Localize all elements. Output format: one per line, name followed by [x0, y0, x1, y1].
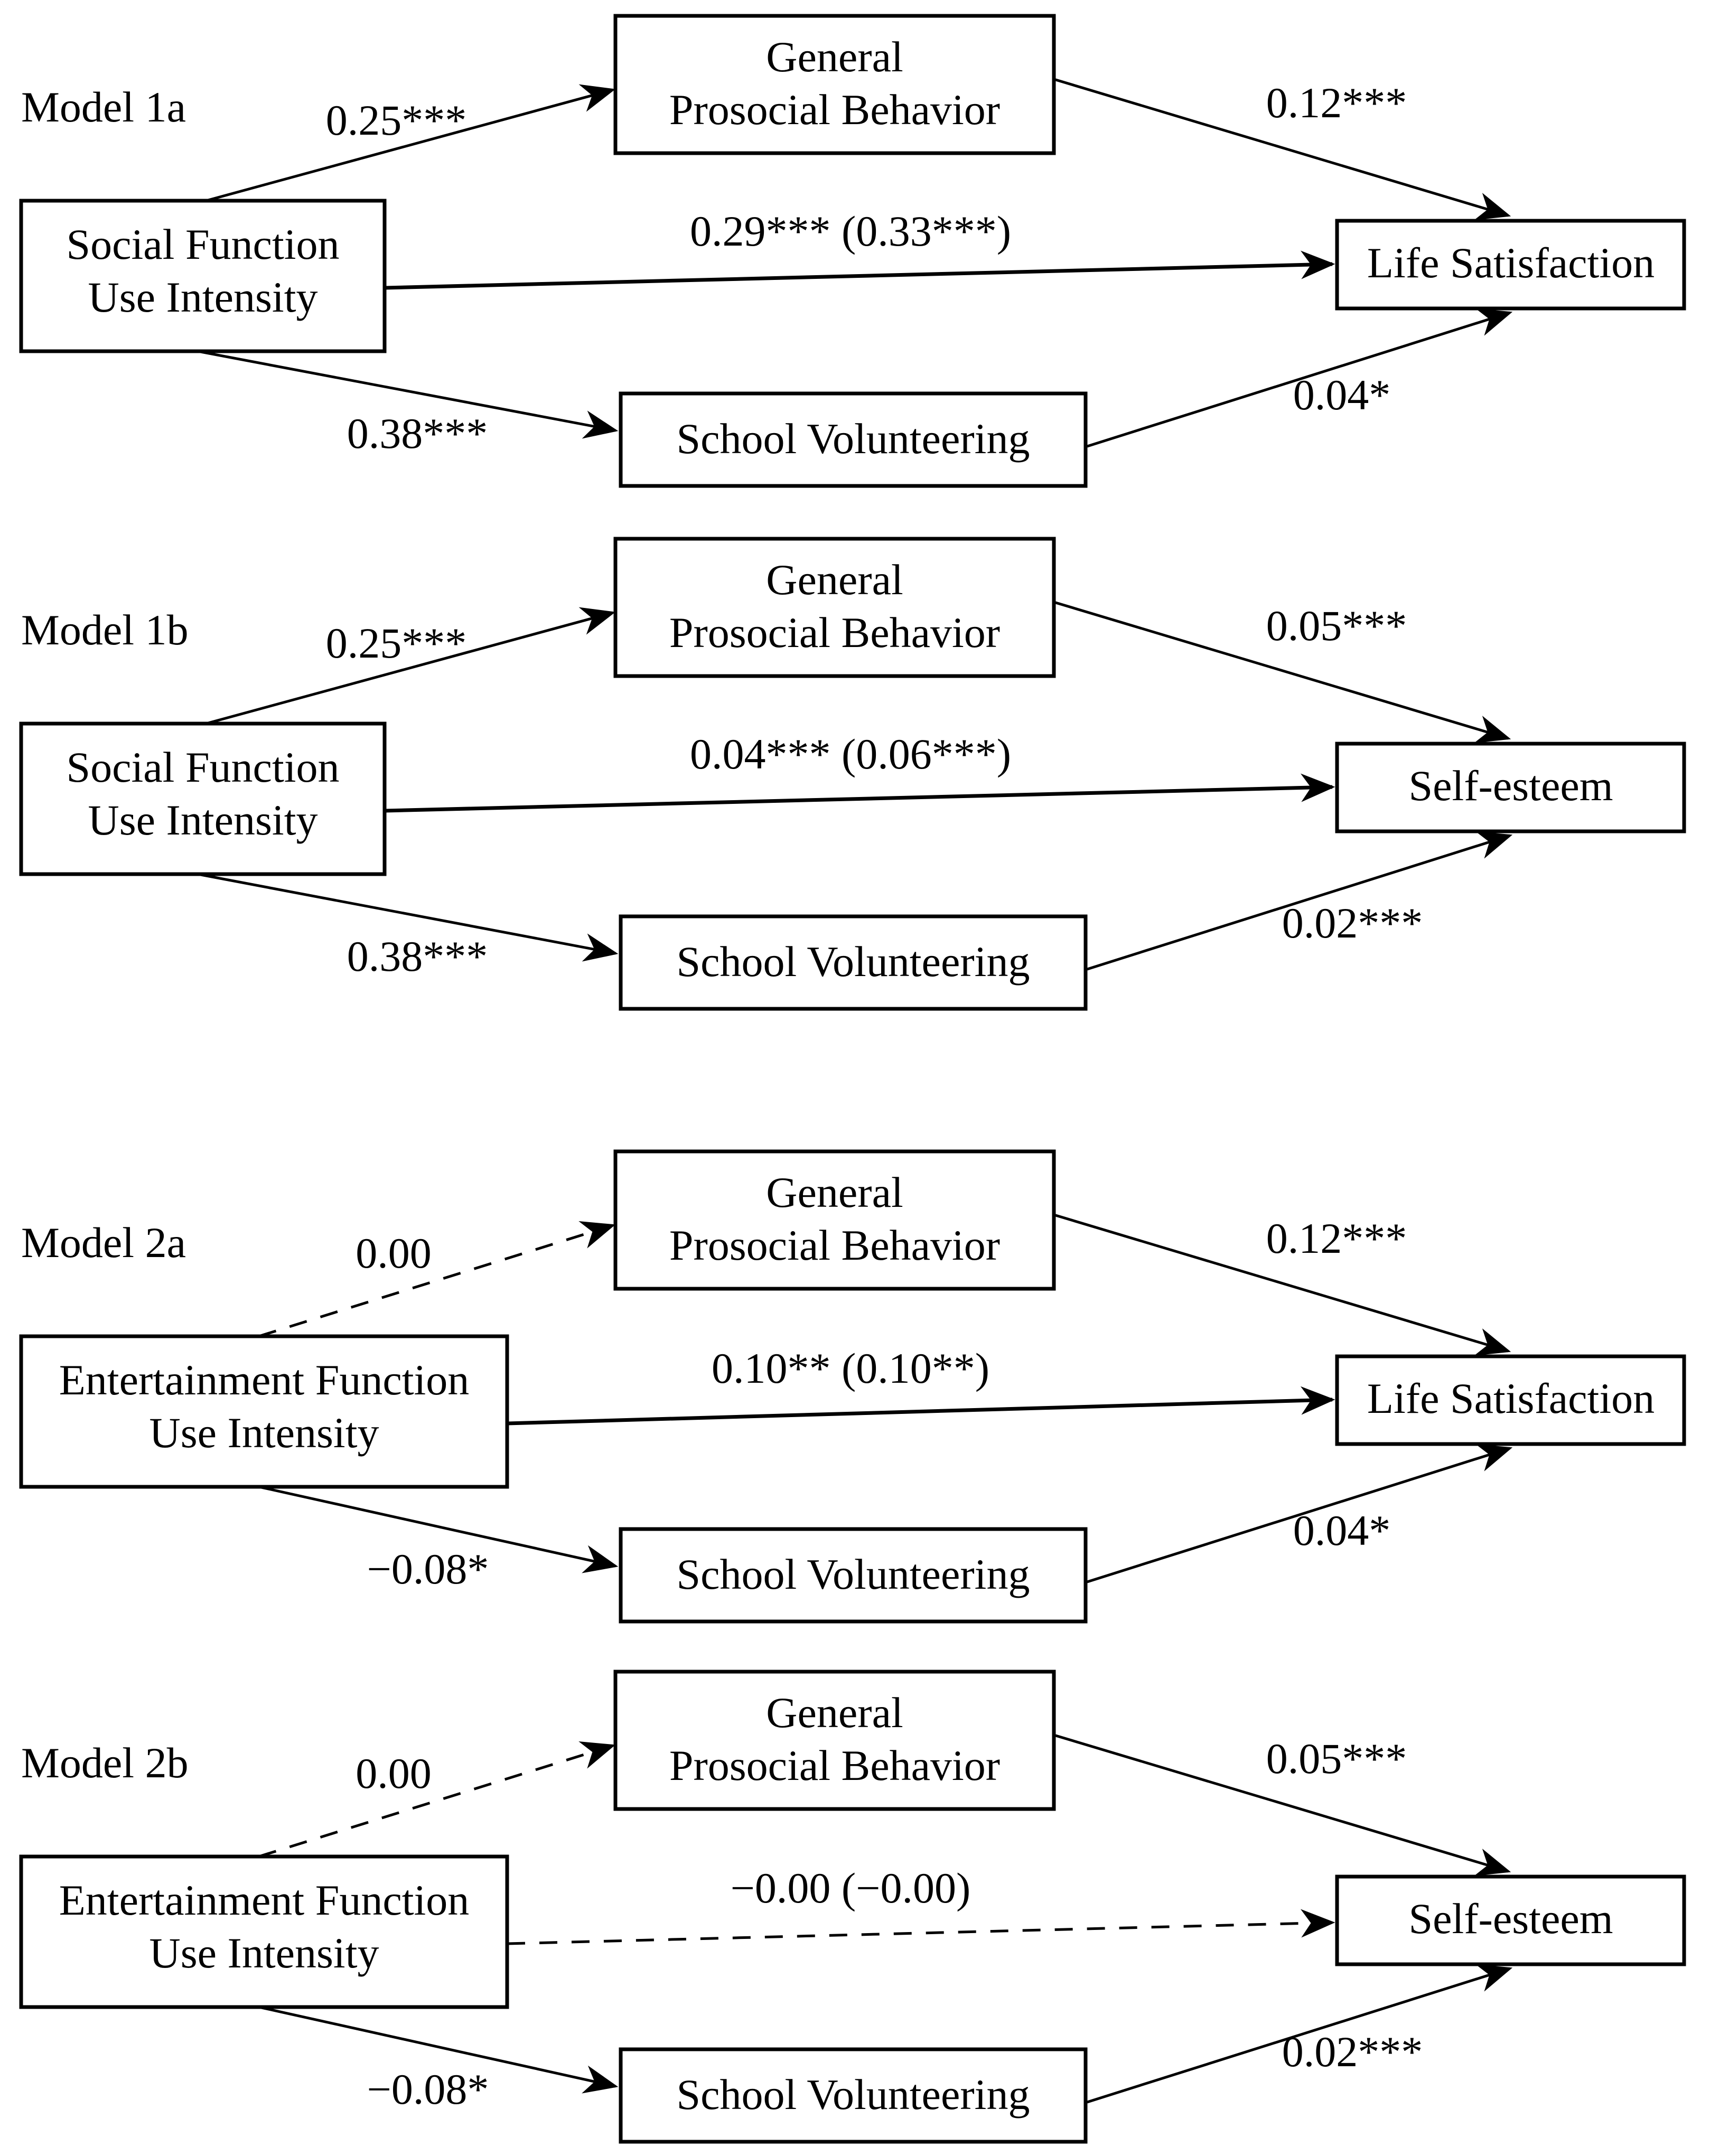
- model-1a: Model 1a General Prosocial Behavior Soci…: [19, 14, 1686, 488]
- coef-direct: 0.04*** (0.06***): [690, 730, 1011, 778]
- predictor-label-line2: Use Intensity: [149, 1929, 379, 1977]
- mediator-top-label-line2: Prosocial Behavior: [669, 1741, 1000, 1789]
- model-title: Model 1b: [21, 606, 189, 654]
- outcome-label: Self-esteem: [1408, 1895, 1613, 1943]
- coef-predictor-to-top: 0.25***: [326, 96, 467, 144]
- outcome-label: Self-esteem: [1408, 762, 1613, 810]
- arrow-predictor-to-top: [258, 1741, 616, 1858]
- arrow-predictor-to-bottom: [197, 873, 619, 962]
- coef-direct: −0.00 (−0.00): [731, 1864, 971, 1912]
- mediator-top-label-line2: Prosocial Behavior: [669, 608, 1000, 657]
- mediator-top-label-line1: General: [766, 33, 903, 81]
- mediator-bottom-label: School Volunteering: [677, 938, 1030, 986]
- outcome-box: [1335, 1354, 1686, 1446]
- arrow-direct: [384, 773, 1335, 813]
- model-title: Model 2a: [21, 1218, 186, 1267]
- arrow-predictor-to-top: [205, 84, 616, 202]
- predictor-label-line2: Use Intensity: [149, 1409, 379, 1457]
- model-title: Model 2b: [21, 1739, 189, 1787]
- predictor-label-line1: Entertainment Function: [59, 1356, 470, 1404]
- predictor-box: [19, 199, 387, 353]
- arrow-predictor-to-bottom: [258, 1485, 619, 1573]
- mediator-top-box: [613, 1149, 1056, 1291]
- mediator-bottom-box: [619, 1527, 1088, 1624]
- arrow-top-to-outcome: [1053, 78, 1511, 220]
- mediator-bottom-box: [619, 391, 1088, 488]
- arrow-bottom-to-outcome: [1087, 308, 1513, 448]
- coef-bottom-to-outcome: 0.04*: [1293, 1506, 1391, 1554]
- coef-predictor-to-bottom: −0.08*: [367, 2065, 489, 2113]
- mediator-top-label-line1: General: [766, 556, 903, 604]
- coef-predictor-to-top: 0.00: [356, 1229, 432, 1277]
- model-2a: Model 2a General Prosocial Behavior Ente…: [19, 1149, 1686, 1624]
- predictor-box: [19, 1854, 509, 2009]
- outcome-box: [1335, 219, 1686, 311]
- coef-predictor-to-top: 0.25***: [326, 619, 467, 667]
- coef-predictor-to-bottom: 0.38***: [347, 932, 488, 980]
- coef-top-to-outcome: 0.12***: [1266, 79, 1407, 127]
- coef-direct: 0.10** (0.10**): [712, 1344, 989, 1392]
- model-2b: Model 2b General Prosocial Behavior Ente…: [19, 1670, 1686, 2144]
- predictor-box: [19, 1334, 509, 1489]
- outcome-label: Life Satisfaction: [1367, 1374, 1655, 1422]
- coef-bottom-to-outcome: 0.02***: [1282, 899, 1423, 947]
- arrow-predictor-to-bottom: [258, 2005, 619, 2094]
- mediator-bottom-label: School Volunteering: [677, 2070, 1030, 2118]
- coef-bottom-to-outcome: 0.02***: [1282, 2028, 1423, 2076]
- predictor-label-line1: Social Function: [66, 220, 339, 268]
- arrow-predictor-to-top: [205, 607, 616, 725]
- coef-predictor-to-bottom: −0.08*: [367, 1545, 489, 1593]
- mediator-top-label-line2: Prosocial Behavior: [669, 1221, 1000, 1269]
- arrow-direct: [384, 250, 1335, 290]
- mediator-bottom-label: School Volunteering: [677, 1550, 1030, 1598]
- arrow-predictor-to-bottom: [197, 350, 619, 439]
- predictor-label-line1: Social Function: [66, 743, 339, 791]
- model-title: Model 1a: [21, 83, 186, 131]
- coef-predictor-to-top: 0.00: [356, 1749, 432, 1797]
- model-1b: Model 1b General Prosocial Behavior Soci…: [19, 537, 1686, 1011]
- arrow-direct: [507, 1386, 1335, 1426]
- coef-top-to-outcome: 0.12***: [1266, 1214, 1407, 1262]
- outcome-label: Life Satisfaction: [1367, 239, 1655, 287]
- predictor-box: [19, 721, 387, 876]
- predictor-label-line1: Entertainment Function: [59, 1876, 470, 1924]
- coef-predictor-to-bottom: 0.38***: [347, 409, 488, 457]
- arrow-bottom-to-outcome: [1087, 831, 1513, 971]
- arrow-bottom-to-outcome: [1087, 1444, 1513, 1583]
- mediator-top-label-line2: Prosocial Behavior: [669, 86, 1000, 134]
- mediator-top-box: [613, 14, 1056, 155]
- arrow-bottom-to-outcome: [1087, 1964, 1513, 2104]
- coef-top-to-outcome: 0.05***: [1266, 1735, 1407, 1783]
- arrow-predictor-to-top: [258, 1221, 616, 1338]
- mediator-bottom-box: [619, 914, 1088, 1011]
- coef-bottom-to-outcome: 0.04*: [1293, 371, 1391, 419]
- mediator-bottom-box: [619, 2047, 1088, 2144]
- arrow-top-to-outcome: [1053, 1213, 1511, 1356]
- arrow-top-to-outcome: [1053, 1733, 1511, 1876]
- mediator-top-box: [613, 1670, 1056, 1811]
- outcome-box: [1335, 742, 1686, 833]
- outcome-box: [1335, 1874, 1686, 1966]
- arrow-top-to-outcome: [1053, 601, 1511, 743]
- mediator-bottom-label: School Volunteering: [677, 415, 1030, 463]
- coef-top-to-outcome: 0.05***: [1266, 602, 1407, 650]
- coef-direct: 0.29*** (0.33***): [690, 207, 1011, 255]
- mediator-top-label-line1: General: [766, 1168, 903, 1216]
- arrow-direct: [507, 1909, 1335, 1945]
- predictor-label-line2: Use Intensity: [88, 796, 318, 844]
- predictor-label-line2: Use Intensity: [88, 273, 318, 321]
- mediator-top-label-line1: General: [766, 1689, 903, 1737]
